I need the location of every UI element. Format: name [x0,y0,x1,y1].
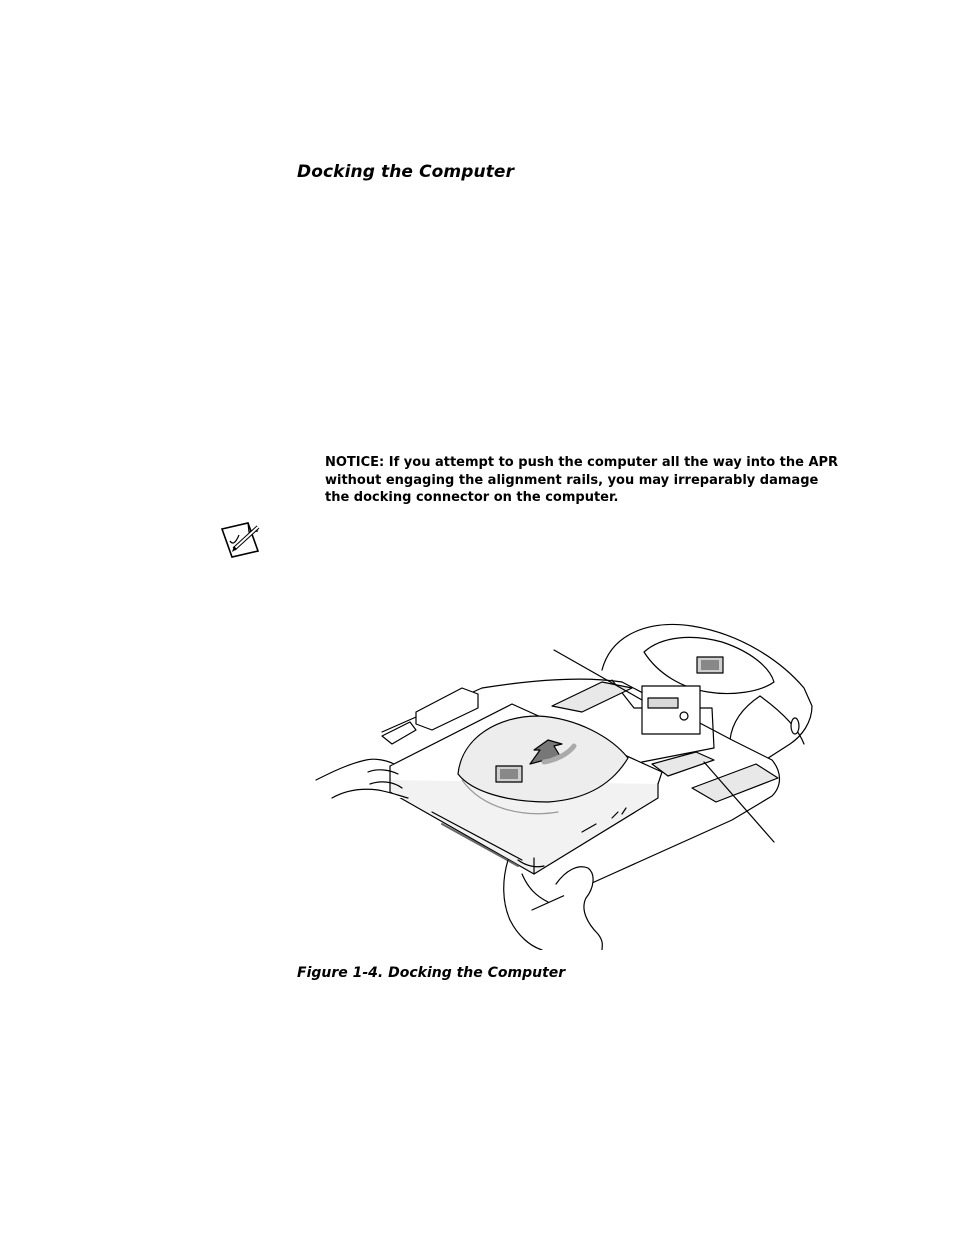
notice-line: without engaging the alignment rails, yo… [325,472,819,488]
notice-line: NOTICE: If you attempt to push the compu… [325,455,839,470]
note-pencil-icon [220,522,260,558]
notice-line: the docking connector on the computer. [325,490,619,505]
figure-caption: Figure 1-4. Docking the Computer [297,965,566,981]
docking-illustration [315,623,813,950]
section-heading: Docking the Computer [297,162,515,182]
notice-text: NOTICE: If you attempt to push the compu… [325,454,845,507]
